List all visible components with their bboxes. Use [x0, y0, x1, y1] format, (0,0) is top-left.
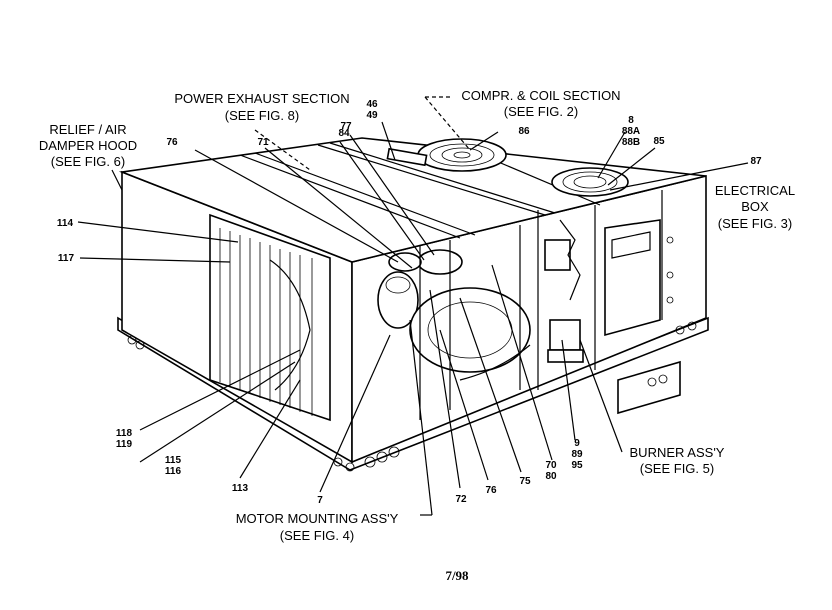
callout-76-bottom: 76 [485, 485, 497, 496]
label-burner-2: (SEE FIG. 5) [640, 461, 714, 476]
callout-88b: 88B [622, 137, 640, 148]
callout-85: 85 [653, 136, 665, 147]
label-power-exhaust-2: (SEE FIG. 8) [225, 108, 299, 123]
label-relief-air-2: DAMPER HOOD [39, 138, 137, 153]
callout-95: 95 [571, 460, 583, 471]
callout-8: 8 [628, 115, 634, 126]
callout-113: 113 [232, 483, 249, 494]
label-compr-coil-1: COMPR. & COIL SECTION [461, 88, 620, 103]
label-electrical-box-3: (SEE FIG. 3) [718, 216, 792, 231]
label-relief-air-1: RELIEF / AIR [49, 122, 126, 137]
top-panel [118, 137, 707, 263]
callout-88a: 88A [622, 126, 640, 137]
label-electrical-box-1: ELECTRICAL [715, 183, 795, 198]
callout-72: 72 [455, 494, 467, 505]
relief-damper-coil [209, 213, 331, 422]
label-electrical-box-2: BOX [741, 199, 769, 214]
callout-46: 46 [366, 99, 378, 110]
callout-49: 49 [366, 110, 378, 121]
callout-84: 84 [338, 128, 350, 139]
callout-86: 86 [518, 126, 530, 137]
label-compr-coil-2: (SEE FIG. 2) [504, 104, 578, 119]
callout-115: 115 [165, 455, 182, 466]
callout-75: 75 [519, 476, 531, 487]
callout-89: 89 [571, 449, 583, 460]
label-motor-mounting-1: MOTOR MOUNTING ASS'Y [236, 511, 399, 526]
callout-119: 119 [116, 439, 133, 450]
label-power-exhaust-1: POWER EXHAUST SECTION [174, 91, 349, 106]
callout-71: 71 [257, 137, 269, 148]
callout-80: 80 [545, 471, 557, 482]
callout-7: 7 [317, 495, 323, 506]
revision-date: 7/98 [445, 568, 469, 583]
blower-assembly [377, 225, 531, 420]
label-motor-mounting-2: (SEE FIG. 4) [280, 528, 354, 543]
burner-section [537, 205, 596, 390]
callout-87: 87 [750, 156, 762, 167]
label-relief-air-3: (SEE FIG. 6) [51, 154, 125, 169]
rooftop-unit-drawing [117, 137, 709, 472]
label-burner-1: BURNER ASS'Y [630, 445, 725, 460]
callout-116: 116 [165, 466, 182, 477]
access-panel [617, 360, 681, 415]
callout-9: 9 [574, 438, 580, 449]
callout-118: 118 [116, 428, 133, 439]
callout-114: 114 [57, 218, 74, 229]
electrical-box [604, 190, 681, 415]
motor [377, 271, 419, 329]
callout-76-top: 76 [166, 137, 178, 148]
leader-lines [77, 96, 749, 516]
callout-77: 77 [340, 121, 352, 132]
callout-117: 117 [58, 253, 75, 264]
callout-70: 70 [545, 460, 557, 471]
